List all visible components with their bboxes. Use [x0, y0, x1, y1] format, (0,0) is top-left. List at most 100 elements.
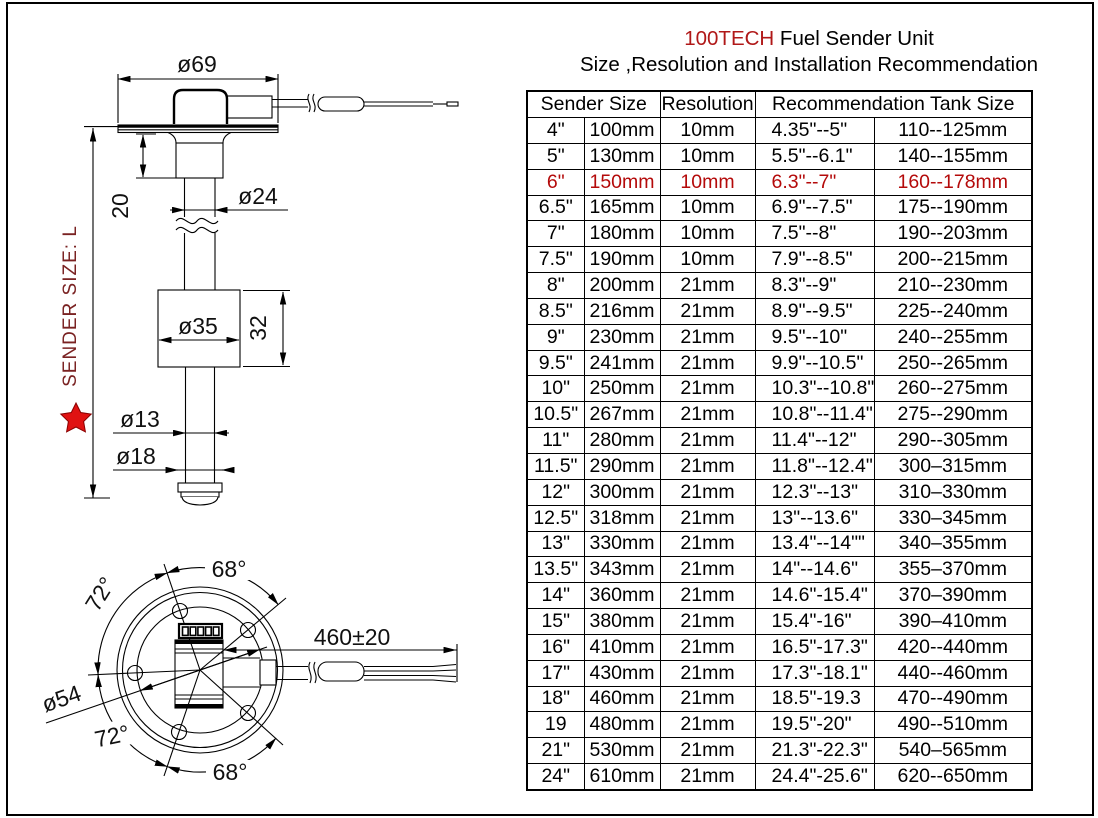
table-cell: 340–355mm	[873, 530, 1033, 558]
table-cell: 15"	[526, 608, 585, 635]
table-cell: 21mm	[659, 427, 756, 454]
table-cell: 11.5"	[526, 452, 585, 480]
table-cell: 18"	[526, 685, 585, 713]
table-cell: 21mm	[659, 556, 756, 584]
float	[157, 289, 241, 368]
table-cell: 140--155mm	[873, 142, 1033, 170]
table-cell: 250mm	[583, 375, 661, 403]
bottom-cap	[177, 482, 223, 506]
table-cell: 110--125mm	[873, 117, 1033, 144]
table-cell: 11.4"--12"	[754, 427, 875, 454]
table-cell: 19	[526, 711, 585, 739]
table-cell: 267mm	[583, 401, 661, 429]
table-cell: 290mm	[583, 452, 661, 480]
table-cell: 21mm	[659, 401, 756, 429]
table-cell: 150mm	[583, 168, 661, 196]
table-cell: 275--290mm	[873, 401, 1033, 429]
table-cell: 10"	[526, 375, 585, 403]
table-cell: 14"	[526, 582, 585, 610]
rod-dia-label: ø13	[120, 406, 160, 432]
cable-bottom-view	[223, 657, 457, 688]
table-cell: 310–330mm	[873, 478, 1033, 506]
table-cell: 13.4"--14""	[754, 530, 875, 558]
table-cell: 8"	[526, 272, 585, 299]
table-cell: 343mm	[583, 556, 661, 584]
table-cell: 190--203mm	[873, 220, 1033, 248]
table-cell: 240--255mm	[873, 323, 1033, 351]
table-cell: 360mm	[583, 582, 661, 610]
table-cell: 16.5"-17.3"	[754, 633, 875, 661]
table-cell: 10.3"--10.8"	[754, 375, 875, 403]
table-cell: 300–315mm	[873, 452, 1033, 480]
table-header-row: Sender Size Resolution Recommendation Ta…	[526, 90, 1033, 118]
title-rest: Fuel Sender Unit	[774, 27, 934, 50]
table-cell: 180mm	[583, 220, 661, 248]
table-cell: 6.5"	[526, 194, 585, 222]
table-cell: 21mm	[659, 297, 756, 325]
table-cell: 300mm	[583, 478, 661, 506]
table-cell: 21mm	[659, 633, 756, 661]
table-cell: 5"	[526, 142, 585, 170]
table-cell: 210--230mm	[873, 272, 1033, 299]
table-cell: 540–565mm	[873, 737, 1033, 765]
table-cell: 21mm	[659, 349, 756, 377]
table-cell: 24.4"-25.6"	[754, 763, 875, 791]
table-cell: 7"	[526, 220, 585, 248]
table-cell: 260--275mm	[873, 375, 1033, 403]
table-cell: 225--240mm	[873, 297, 1033, 325]
table-cell: 7.5"	[526, 246, 585, 274]
tube-dia-label: ø24	[238, 183, 278, 209]
table-cell: 370–390mm	[873, 582, 1033, 610]
float-dia-label: ø35	[178, 313, 218, 339]
table-cell: 13"--13.6"	[754, 504, 875, 532]
table-cell: 216mm	[583, 297, 661, 325]
table-cell: 175--190mm	[873, 194, 1033, 222]
table-cell: 21mm	[659, 608, 756, 635]
table-cell: 100mm	[583, 117, 661, 144]
table-cell: 620--650mm	[873, 763, 1033, 791]
table-cell: 7.9"--8.5"	[754, 246, 875, 274]
table-cell: 9.5"--10"	[754, 323, 875, 351]
table-cell: 21mm	[659, 452, 756, 480]
side-view: ø69 20	[59, 51, 459, 506]
table-cell: 21mm	[659, 737, 756, 765]
table-cell: 5.5"--6.1"	[754, 142, 875, 170]
table-cell: 10mm	[659, 246, 756, 274]
table-cell: 6.3"--7"	[754, 168, 875, 196]
table-cell: 10.8"--11.4"	[754, 401, 875, 429]
table-cell: 290--305mm	[873, 427, 1033, 454]
tip-dia-label: ø18	[116, 443, 156, 469]
header-sender-size: Sender Size	[526, 90, 661, 118]
table-cell: 9.5"	[526, 349, 585, 377]
table-cell: 8.3"--9"	[754, 272, 875, 299]
table-cell: 318mm	[583, 504, 661, 532]
table-cell: 12.5"	[526, 504, 585, 532]
sender-body-bottom	[174, 639, 224, 709]
table-cell: 14.6"-15.4"	[754, 582, 875, 610]
table-cell: 10mm	[659, 142, 756, 170]
mounting-nut	[175, 142, 224, 179]
table-cell: 280mm	[583, 427, 661, 454]
table-cell: 610mm	[583, 763, 661, 791]
table-cell: 9"	[526, 323, 585, 351]
table-cell: 250--265mm	[873, 349, 1033, 377]
table-cell: 10.5"	[526, 401, 585, 429]
table-cell: 490--510mm	[873, 711, 1033, 739]
table-cell: 355–370mm	[873, 556, 1033, 584]
table-cell: 460mm	[583, 685, 661, 713]
table-cell: 17"	[526, 659, 585, 687]
cable-break-icon	[307, 93, 316, 113]
